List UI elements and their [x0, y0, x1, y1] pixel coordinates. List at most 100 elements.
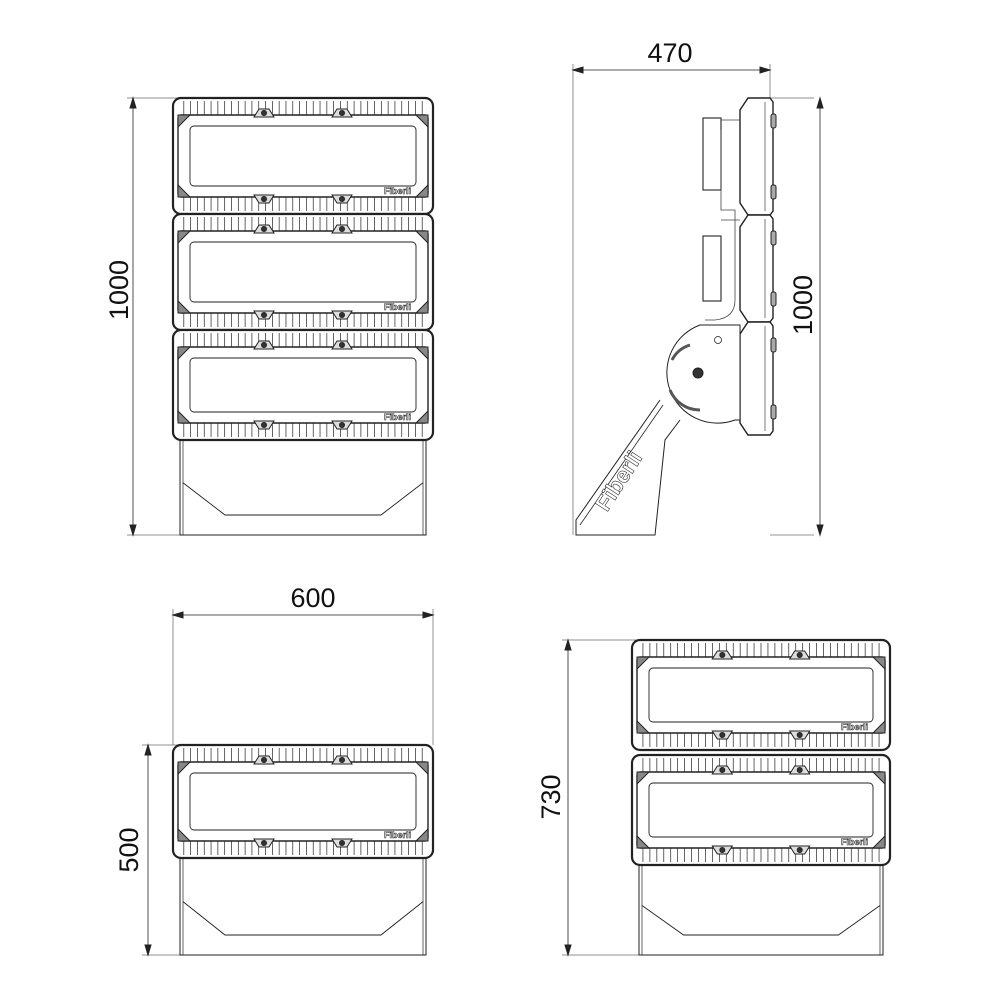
clip-screw: [719, 767, 726, 773]
corner-bracket: [871, 834, 886, 849]
arrow-head: [129, 524, 137, 537]
arrow-head: [816, 96, 824, 109]
yoke-arm: [575, 399, 681, 536]
bracket-plate: [182, 482, 424, 516]
dimension-line: [571, 64, 772, 535]
dimension-label-side-height-1000: 1000: [788, 275, 818, 335]
corner-bracket: [871, 719, 886, 734]
pivot-bolt: [692, 367, 704, 379]
lens-window: [189, 241, 417, 303]
side-view: [571, 64, 824, 537]
corner-bracket: [414, 827, 429, 842]
rear-frame: [705, 119, 740, 321]
side-screw: [770, 337, 777, 353]
clip-screw: [339, 422, 345, 428]
corner-bracket: [636, 771, 651, 786]
clip-screw: [339, 840, 345, 846]
dimension-line: [770, 96, 824, 537]
arrow-head: [144, 944, 152, 957]
clip-screw: [719, 732, 726, 738]
corner-bracket: [177, 114, 192, 129]
side-screw: [770, 230, 777, 246]
angle-slot: [668, 389, 701, 412]
module-bezel: [177, 114, 429, 198]
dimension-line: [127, 96, 180, 537]
light-module: Fiberli: [630, 753, 892, 867]
corner-bracket: [414, 346, 429, 361]
clip-screw: [339, 110, 345, 116]
arrow-head: [422, 611, 435, 619]
driver-box: [702, 117, 722, 191]
module-bezel: [177, 230, 429, 314]
dimension-line: [142, 743, 180, 957]
side-screw: [770, 404, 777, 420]
clip-screw: [261, 840, 267, 846]
clip-screw: [719, 847, 726, 853]
corner-bracket: [414, 409, 429, 424]
bracket-plate: [182, 901, 424, 936]
arrow-head: [759, 66, 772, 74]
corner-bracket: [414, 761, 429, 776]
dimension-line: [562, 638, 640, 957]
mounting-bracket: [638, 864, 884, 956]
module-side: [739, 214, 774, 323]
driver-box: [702, 235, 722, 302]
angle-slot: [670, 343, 691, 361]
dimension-label-height-730: 730: [536, 774, 566, 819]
bracket-plate: [641, 905, 881, 936]
pivot-hole: [714, 336, 722, 344]
clip-screw: [339, 312, 345, 318]
brand-logo: Fiberli: [841, 722, 868, 732]
corner-bracket: [636, 834, 651, 849]
clip-screw: [796, 732, 803, 738]
bracket-frame: [179, 439, 427, 536]
light-module: Fiberli: [171, 328, 435, 442]
dimension-label-height-1000: 1000: [104, 260, 134, 320]
corner-bracket: [177, 299, 192, 314]
side-screw: [770, 184, 777, 200]
clip-screw: [796, 767, 803, 773]
dimension-label-height-500: 500: [114, 827, 144, 872]
clip-screw: [719, 652, 726, 658]
pivot-plate: [666, 324, 741, 424]
bracket-frame: [638, 864, 884, 956]
brand-logo: Fiberli: [384, 830, 411, 840]
light-module: Fiberli: [630, 638, 892, 752]
arrow-head: [564, 638, 572, 651]
clip-screw: [339, 226, 345, 232]
corner-bracket: [414, 183, 429, 198]
lens-window: [189, 357, 417, 413]
corner-bracket: [177, 761, 192, 776]
arrow-head: [171, 611, 184, 619]
corner-bracket: [177, 409, 192, 424]
lens-window: [189, 772, 417, 831]
light-module: Fiberli: [171, 96, 435, 216]
clip-screw: [261, 342, 267, 348]
arrow-head: [571, 66, 584, 74]
mounting-bracket: [179, 857, 427, 956]
brand-logo: Fiberli: [384, 186, 411, 196]
clip-screw: [261, 226, 267, 232]
corner-bracket: [871, 656, 886, 671]
module-bezel: [177, 761, 429, 842]
light-module: Fiberli: [171, 743, 435, 860]
lens-window: [648, 667, 874, 723]
module-side: [739, 97, 774, 216]
mounting-bracket: [179, 439, 427, 536]
dimension-label-depth-470: 470: [647, 38, 692, 68]
clip-screw: [261, 312, 267, 318]
corner-bracket: [177, 183, 192, 198]
yoke-edge: [579, 404, 664, 526]
clip-screw: [261, 422, 267, 428]
brand-logo: Fiberli: [384, 302, 411, 312]
clip-screw: [339, 757, 345, 763]
clip-screw: [796, 652, 803, 658]
corner-bracket: [636, 719, 651, 734]
brand-logo: Fiberli: [841, 837, 868, 847]
side-screw: [770, 113, 777, 129]
clip-screw: [339, 342, 345, 348]
